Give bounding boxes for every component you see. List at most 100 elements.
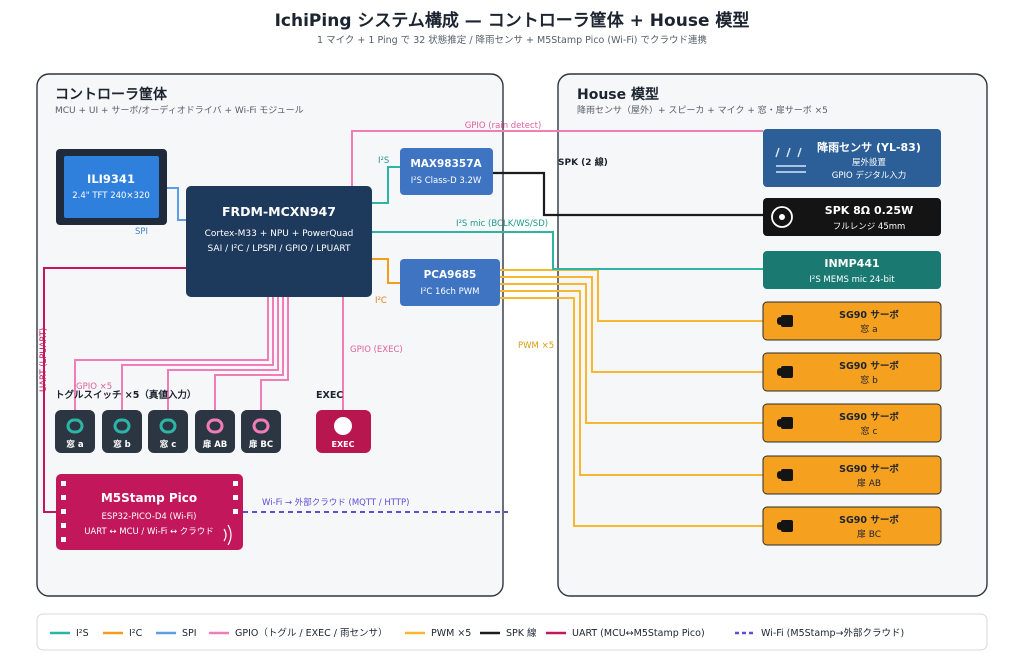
mcu-features: Cortex-M33 + NPU + PowerQuad: [205, 229, 354, 239]
svg-text:UART (MCU↔M5Stamp Pico): UART (MCU↔M5Stamp Pico): [572, 628, 705, 639]
servo-name: SG90 サーボ: [839, 514, 899, 526]
i2c-wire: [372, 258, 400, 284]
i2s-amp-wire: [372, 166, 400, 204]
svg-text:SPI: SPI: [182, 628, 197, 639]
gpio-switch-wire-1: [74, 297, 269, 410]
wifi-module-m5stamp-pico: M5Stamp Pico ESP32-PICO-D4 (Wi-Fi) UART …: [56, 474, 243, 550]
servo-window-c: SG90 サーボ 窓 c: [762, 403, 942, 443]
rain-sensor-name: 降雨センサ (YL-83): [817, 140, 921, 154]
servo-name: SG90 サーボ: [839, 463, 899, 475]
rain-sensor-location: 屋外設置: [852, 157, 887, 168]
pwm-wire-5: [500, 297, 763, 527]
house-panel-subtitle: 降雨センサ（屋外）+ スピーカ + マイク + 窓・扉サーボ ×5: [577, 104, 828, 116]
toggle-switch-door-ab[interactable]: 扉 AB: [195, 410, 235, 453]
svg-text:Wi-Fi (M5Stamp→外部クラウド): Wi-Fi (M5Stamp→外部クラウド): [761, 627, 904, 639]
controller-panel-title: コントローラ筐体: [55, 86, 168, 103]
servo-icon: [781, 417, 793, 429]
servo-window-b: SG90 サーボ 窓 b: [762, 352, 942, 392]
switch-label: 扉 BC: [248, 439, 273, 450]
legend-item-uart: UART (MCU↔M5Stamp Pico): [546, 628, 705, 639]
mcu-interfaces: SAI / I²C / LPSPI / GPIO / LPUART: [208, 244, 351, 254]
legend-item-i2c: I²C: [103, 628, 143, 639]
servo-target: 扉 BC: [857, 528, 881, 540]
servo-name: SG90 サーボ: [839, 411, 899, 423]
exec-label: EXEC: [332, 440, 355, 449]
wifi-module-name: M5Stamp Pico: [101, 491, 197, 505]
pwm-wire-1: [500, 269, 763, 322]
spk-label: SPK (2 線): [558, 156, 608, 168]
servo-icon: [781, 315, 793, 327]
wifi-module-role: UART ↔ MCU / Wi-Fi ↔ クラウド: [84, 527, 214, 537]
servo-icon: [781, 520, 793, 532]
legend-item-i2s: I²S: [50, 628, 89, 639]
svg-text:GPIO（トグル / EXEC / 雨センサ）: GPIO（トグル / EXEC / 雨センサ）: [235, 627, 388, 639]
servo-icon: [781, 469, 793, 481]
page-title: IchiPing システム構成 — コントローラ筐体 + House 模型: [275, 10, 750, 31]
legend-item-spk: SPK 線: [480, 627, 537, 639]
legend-item-spi: SPI: [156, 628, 197, 639]
exec-button[interactable]: EXEC: [316, 410, 371, 453]
i2s-mic-label: I²S mic (BCLK/WS/SD): [456, 219, 548, 229]
svg-text:I²C: I²C: [129, 628, 143, 639]
gpio-switch-wire-5: [260, 297, 289, 410]
display-spec: 2.4" TFT 240×320: [72, 191, 150, 201]
spi-label: SPI: [135, 227, 148, 237]
spk-wire: [493, 171, 763, 217]
mic-spec: I²S MEMS mic 24-bit: [809, 275, 895, 285]
speaker-icon: [771, 206, 793, 228]
gpio-switch-label: GPIO ×5: [76, 382, 112, 392]
pwm-driver-spec: I²C 16ch PWM: [421, 287, 480, 297]
mic-name: INMP441: [824, 257, 879, 270]
uart-label: UART (LPUART): [39, 328, 49, 392]
servo-door-ab: SG90 サーボ 扉 AB: [762, 455, 942, 495]
amp-name: MAX98357A: [410, 158, 482, 170]
servo-name: SG90 サーボ: [839, 309, 899, 321]
gpio-rain-wire: [351, 130, 763, 186]
i2s-amp-label: I²S: [378, 156, 389, 166]
gpio-exec-label: GPIO (EXEC): [350, 345, 403, 355]
legend-item-gpio: GPIO（トグル / EXEC / 雨センサ）: [209, 627, 388, 639]
pwm-wire-2: [500, 276, 763, 373]
display-ili9341: ILI9341 2.4" TFT 240×320: [56, 149, 167, 225]
legend-item-wifi: Wi-Fi (M5Stamp→外部クラウド): [735, 627, 904, 639]
wifi-signal-icon: [223, 524, 232, 546]
servo-target: 窓 c: [861, 425, 878, 437]
pwm-driver-pca9685: PCA9685 I²C 16ch PWM: [400, 259, 500, 306]
mic-inmp441: INMP441 I²S MEMS mic 24-bit: [763, 251, 941, 289]
switch-label: 窓 c: [160, 439, 177, 450]
exec-title: EXEC: [316, 390, 343, 401]
servo-name: SG90 サーボ: [839, 360, 899, 372]
gpio-switch-wire-2: [121, 297, 274, 410]
wifi-module-chip: ESP32-PICO-D4 (Wi-Fi): [102, 512, 197, 522]
legend: I²S I²C SPI GPIO（トグル / EXEC / 雨センサ） PWM …: [50, 627, 904, 639]
toggle-switch-window-b[interactable]: 窓 b: [102, 410, 142, 453]
gpio-switch-wire-4: [214, 297, 284, 410]
toggle-switch-door-bc[interactable]: 扉 BC: [241, 410, 281, 453]
switch-label: 窓 b: [113, 439, 131, 450]
rain-sensor-interface: GPIO デジタル入力: [832, 170, 906, 181]
toggle-switch-window-c[interactable]: 窓 c: [148, 410, 188, 453]
pwm-label: PWM ×5: [518, 341, 554, 351]
mcu-name: FRDM-MCXN947: [222, 204, 336, 219]
pwm-wire-3: [500, 283, 763, 424]
servo-target: 窓 b: [860, 374, 878, 386]
svg-text:SPK 線: SPK 線: [506, 627, 537, 639]
legend-item-pwm: PWM ×5: [405, 628, 471, 639]
gpio-rain-label: GPIO (rain detect): [465, 121, 542, 131]
switches-title: トグルスイッチ ×5（真値入力）: [55, 389, 196, 401]
speaker-spec: フルレンジ 45mm: [833, 222, 906, 232]
pwm-driver-name: PCA9685: [424, 269, 477, 281]
rain-sensor-yl83: 降雨センサ (YL-83) 屋外設置 GPIO デジタル入力: [763, 129, 941, 187]
legend-box: [36, 613, 988, 651]
speaker: SPK 8Ω 0.25W フルレンジ 45mm: [763, 198, 941, 236]
i2s-mic-wire: [372, 231, 763, 270]
spi-wire: [167, 187, 186, 221]
uart-wire: [43, 267, 186, 513]
toggle-switch-window-a[interactable]: 窓 a: [55, 410, 95, 453]
servo-window-a: SG90 サーボ 窓 a: [762, 301, 942, 341]
house-panel-title: House 模型: [577, 86, 659, 103]
rain-icon: [775, 147, 806, 173]
svg-text:PWM ×5: PWM ×5: [431, 628, 471, 639]
svg-text:I²S: I²S: [76, 628, 89, 639]
